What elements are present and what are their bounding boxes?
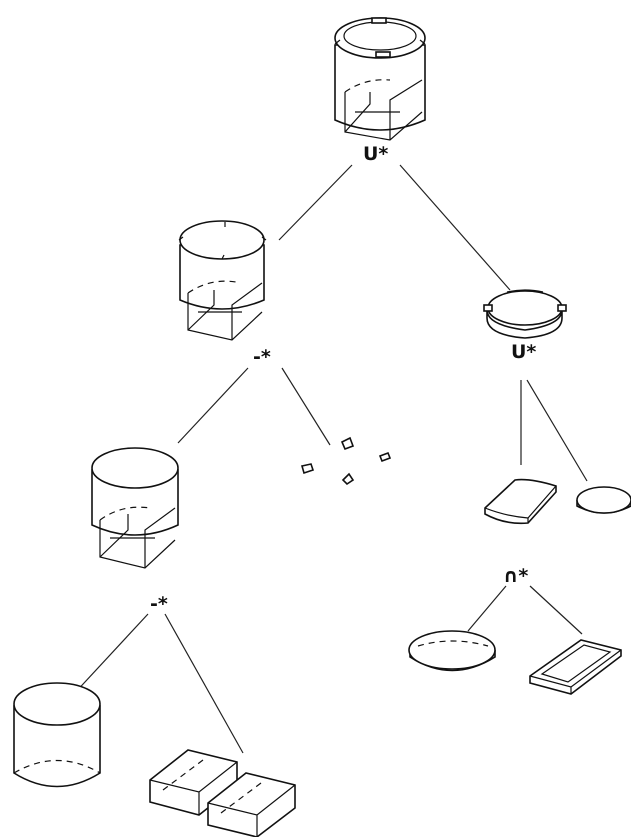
blocks-leaf <box>149 749 296 837</box>
notch-fragments <box>300 436 392 486</box>
op-root-union: U* <box>363 143 388 165</box>
right-leaf-slab <box>484 478 557 525</box>
op-right-union: U* <box>511 341 536 363</box>
op-left-difference: -* <box>253 346 271 368</box>
edge-int-right <box>529 585 583 635</box>
edge-runion-right <box>526 379 588 482</box>
edge-ldiff-right <box>281 367 331 446</box>
edge-root-right <box>399 164 511 291</box>
op-lower-difference: -* <box>150 593 168 615</box>
edge-ldiff-left <box>177 367 249 444</box>
edge-root-left <box>278 164 353 241</box>
edge-lowdiff-right <box>164 613 244 754</box>
root-shape <box>334 17 426 141</box>
intersect-disk <box>408 630 496 672</box>
edge-lowdiff-left <box>71 613 149 697</box>
edge-int-left <box>467 585 507 632</box>
intersect-slab <box>529 639 622 695</box>
lower-left-shape <box>91 447 179 569</box>
left-child-shape <box>178 220 267 341</box>
op-intersection: ∩* <box>503 565 528 587</box>
right-child-shape <box>483 289 567 339</box>
right-leaf-disk <box>576 486 631 514</box>
cylinder-leaf <box>13 682 101 788</box>
tree-edges <box>71 164 588 754</box>
